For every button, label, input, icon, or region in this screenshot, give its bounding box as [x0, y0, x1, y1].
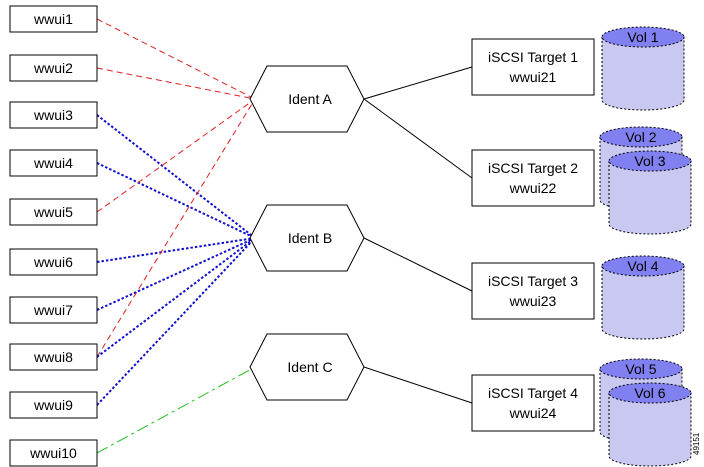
- volume-label: Vol 1: [627, 29, 658, 45]
- ident-b-node: Ident B: [249, 204, 365, 272]
- initiator-label: wwui1: [33, 11, 73, 27]
- target-box: [471, 374, 595, 432]
- target-wwui: wwui23: [509, 293, 557, 309]
- volume-cylinder: Vol 6: [608, 382, 692, 467]
- target-name: iSCSI Target 2: [488, 160, 578, 176]
- ident-hexagon: [249, 65, 365, 133]
- volume-label: Vol 2: [625, 129, 656, 145]
- link-ident-a-target-2: [363, 98, 473, 179]
- target-box: [471, 149, 595, 207]
- initiator-label: wwui3: [33, 107, 73, 123]
- initiator-wwui8: wwui8: [9, 343, 98, 371]
- cylinder-body: [608, 160, 692, 235]
- initiator-wwui9: wwui9: [9, 391, 98, 419]
- link-wwui8-ident-b: [96, 237, 256, 358]
- target-box: [471, 262, 595, 320]
- link-ident-a-target-1: [363, 66, 473, 100]
- ident-c-node: Ident C: [249, 333, 365, 401]
- link-wwui8-ident-a: [96, 98, 256, 358]
- initiator-wwui10: wwui10: [9, 439, 98, 467]
- volume-label: Vol 6: [634, 385, 665, 401]
- initiator-label: wwui4: [33, 155, 73, 171]
- cylinder-top: [608, 382, 692, 404]
- initiator-wwui6: wwui6: [9, 248, 98, 276]
- link-ident-c-target-4: [363, 366, 473, 404]
- ident-label: Ident A: [288, 91, 332, 107]
- link-wwui2-ident-a: [96, 67, 256, 100]
- initiator-box: [9, 439, 98, 467]
- link-wwui6-ident-b: [96, 237, 256, 263]
- figure-id: 49151: [692, 432, 701, 455]
- initiator-label: wwui7: [33, 302, 73, 318]
- cylinder-body: [601, 36, 685, 111]
- cylinder-top: [599, 126, 683, 148]
- connection-lines: [96, 18, 473, 454]
- link-wwui4-ident-b: [96, 162, 256, 239]
- iscsi-target-1: iSCSI Target 1 wwui21 Vol 1: [471, 26, 685, 111]
- volume-label: Vol 5: [625, 361, 656, 377]
- initiator-label: wwui5: [33, 204, 73, 220]
- cylinder-top: [599, 358, 683, 380]
- initiator-box: [9, 149, 98, 177]
- cylinder-body: [608, 392, 692, 467]
- volume-cylinder: Vol 4: [601, 255, 685, 340]
- initiator-box: [9, 296, 98, 324]
- initiator-label: wwui10: [29, 445, 77, 461]
- volume-label: Vol 4: [627, 258, 658, 274]
- initiator-box: [9, 101, 98, 129]
- target-wwui: wwui24: [509, 405, 557, 421]
- target-name: iSCSI Target 1: [488, 49, 578, 65]
- volume-label: Vol 3: [634, 153, 665, 169]
- initiator-box: [9, 5, 98, 33]
- initiator-wwui3: wwui3: [9, 101, 98, 129]
- initiator-box: [9, 248, 98, 276]
- initiator-box: [9, 343, 98, 371]
- cylinder-top: [601, 255, 685, 277]
- link-wwui3-ident-b: [96, 114, 256, 239]
- ident-a-node: Ident A: [249, 65, 365, 133]
- initiator-wwui4: wwui4: [9, 149, 98, 177]
- iscsi-target-3: iSCSI Target 3 wwui23 Vol 4: [471, 255, 685, 340]
- ident-hexagon: [249, 333, 365, 401]
- initiator-box: [9, 391, 98, 419]
- initiator-wwui7: wwui7: [9, 296, 98, 324]
- target-name: iSCSI Target 3: [488, 273, 578, 289]
- target-box: [471, 38, 595, 96]
- link-wwui1-ident-a: [96, 18, 256, 100]
- cylinder-top: [608, 150, 692, 172]
- ident-label: Ident B: [288, 230, 332, 246]
- initiator-label: wwui9: [33, 397, 73, 413]
- link-wwui9-ident-b: [96, 237, 256, 406]
- initiator-label: wwui2: [33, 60, 73, 76]
- link-wwui10-ident-c: [96, 366, 256, 454]
- initiator-box: [9, 54, 98, 82]
- initiator-label: wwui8: [33, 349, 73, 365]
- volume-cylinder: Vol 3: [608, 150, 692, 235]
- diagram-nodes: wwui1 wwui2 wwui3 wwui4 wwui5 wwui6 wwui7 wwui8…: [9, 5, 692, 467]
- initiator-wwui2: wwui2: [9, 54, 98, 82]
- target-wwui: wwui21: [509, 69, 557, 85]
- ident-label: Ident C: [287, 359, 332, 375]
- initiator-wwui1: wwui1: [9, 5, 98, 33]
- target-wwui: wwui22: [509, 180, 557, 196]
- cylinder-body: [601, 265, 685, 340]
- volume-cylinder: Vol 1: [601, 26, 685, 111]
- target-name: iSCSI Target 4: [488, 385, 578, 401]
- iscsi-target-4: iSCSI Target 4 wwui24 Vol 5 Vol 6: [471, 358, 692, 467]
- initiator-label: wwui6: [33, 254, 73, 270]
- ident-hexagon: [249, 204, 365, 272]
- iscsi-target-2: iSCSI Target 2 wwui22 Vol 2 Vol 3: [471, 126, 692, 235]
- initiator-wwui5: wwui5: [9, 198, 98, 226]
- link-wwui7-ident-b: [96, 237, 256, 311]
- cylinder-top: [601, 26, 685, 48]
- initiator-box: [9, 198, 98, 226]
- link-wwui5-ident-a: [96, 98, 256, 213]
- link-ident-b-target-3: [363, 237, 473, 292]
